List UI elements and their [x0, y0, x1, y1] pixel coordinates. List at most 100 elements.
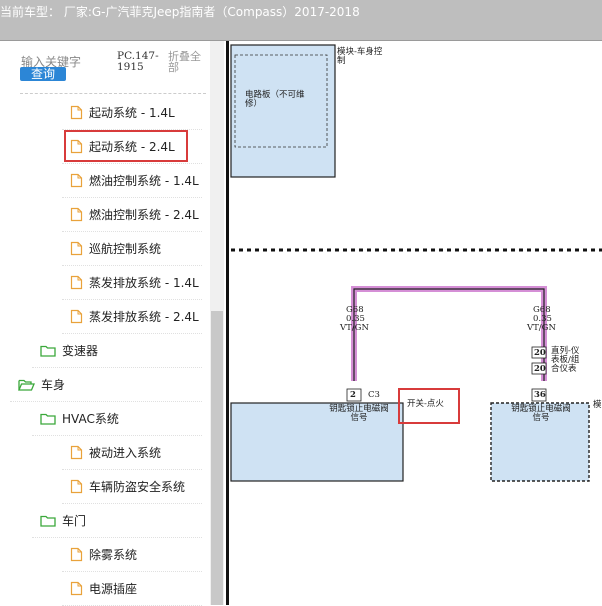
row-separator	[62, 197, 202, 198]
pane-divider[interactable]	[226, 41, 229, 605]
tree-item[interactable]: 起动系统 - 1.4L	[70, 95, 175, 129]
tree-item[interactable]: 除雾系统	[70, 537, 137, 571]
document-icon	[70, 275, 83, 290]
pin-right: 36	[534, 390, 546, 400]
collapse-all-button[interactable]: 折叠全部	[168, 50, 201, 74]
tree-item[interactable]: 蒸发排放系统 - 2.4L	[70, 299, 199, 333]
tree-item-label: 巡航控制系统	[89, 241, 162, 256]
switch-highlight	[398, 388, 460, 424]
tree-item[interactable]: 燃油控制系统 - 2.4L	[70, 197, 199, 231]
tree-item[interactable]: HVAC系统	[40, 401, 119, 435]
pin-right-box	[531, 388, 547, 402]
tree-item[interactable]: 巡航控制系统	[70, 231, 161, 265]
title-bar: 当前车型： 厂家:G-广汽菲克Jeep指南者（Compass）2017-2018	[0, 0, 602, 41]
tree-item-label: 蒸发排放系统 - 2.4L	[89, 309, 199, 324]
sidebar: 输入关键字 查询 PC.147-1915 折叠全部 起动系统 - 1.4L 起动系…	[0, 41, 226, 606]
divider	[20, 93, 206, 94]
document-icon	[70, 173, 83, 188]
tree-item[interactable]: 起动系统 - 2.4L	[70, 129, 175, 163]
tree-item-label: HVAC系统	[62, 411, 119, 426]
document-icon	[70, 241, 83, 256]
tree-item-label: 燃油控制系统 - 2.4L	[89, 207, 199, 222]
row-separator	[62, 469, 202, 470]
query-button[interactable]: 查询	[20, 67, 66, 81]
pin-right-bottom: 20	[534, 364, 546, 374]
row-separator	[32, 367, 202, 368]
tree-item-label: 车辆防盗安全系统	[89, 479, 186, 494]
diagram-svg	[230, 44, 602, 482]
pin-right-top-label: 直列-仪表板/组合仪表	[551, 346, 580, 374]
row-separator	[62, 299, 202, 300]
row-separator	[62, 163, 202, 164]
pin-right-bottom-box	[531, 362, 547, 375]
left-module-box	[230, 402, 404, 482]
scrollbar-thumb[interactable]	[211, 311, 223, 605]
connector-left: C3	[368, 390, 380, 400]
wire-right-code: G68	[533, 305, 551, 315]
row-separator	[32, 537, 202, 538]
tree-item[interactable]: 燃油控制系统 - 1.4L	[70, 163, 199, 197]
switch-label: 开关-点火	[407, 399, 444, 409]
edge-label: 模	[593, 400, 602, 410]
pin-right-top: 20	[534, 348, 546, 358]
wire-centerline	[353, 288, 545, 381]
document-icon	[70, 547, 83, 562]
document-icon	[70, 445, 83, 460]
row-separator	[62, 333, 202, 334]
document-icon	[70, 105, 83, 120]
wire-trace	[351, 286, 547, 381]
row-separator	[10, 401, 202, 402]
document-icon	[70, 309, 83, 324]
folder-icon	[40, 514, 56, 527]
tree-item-label: 车门	[62, 513, 87, 528]
tree-item-label: 变速器	[62, 343, 99, 358]
folder-icon	[40, 344, 56, 357]
right-module-box	[490, 402, 590, 482]
doc-id: PC.147-1915	[117, 50, 159, 73]
search-input[interactable]: 输入关键字	[21, 55, 82, 69]
tree-item[interactable]: 变速器	[40, 333, 98, 367]
wiring-diagram: 模块-车身控制 电路板（不可维修） G68 0.35 VT/GN G68 0.3…	[229, 41, 602, 605]
document-icon	[70, 581, 83, 596]
row-separator	[62, 503, 202, 504]
search-row: 输入关键字 查询 PC.147-1915 折叠全部	[0, 41, 226, 93]
pin-left-box	[346, 388, 362, 402]
module-label: 模块-车身控制	[337, 47, 383, 66]
tree-item[interactable]: 电源插座	[70, 571, 137, 605]
wire-left-color: VT/GN	[340, 323, 369, 333]
tree-item-label: 被动进入系统	[89, 445, 162, 460]
tree-item[interactable]: 蒸发排放系统 - 1.4L	[70, 265, 199, 299]
right-box-label: 钥匙锁止电磁阀信号	[511, 404, 571, 423]
row-separator	[62, 129, 202, 130]
tree-item[interactable]: 被动进入系统	[70, 435, 161, 469]
board-label: 电路板（不可维修）	[245, 90, 305, 109]
tree-item[interactable]: 车门	[40, 503, 86, 537]
folder-open-icon	[18, 378, 35, 391]
row-separator	[62, 231, 202, 232]
tree-item-label: 蒸发排放系统 - 1.4L	[89, 275, 199, 290]
wire-left-code: G68	[346, 305, 364, 315]
folder-icon	[40, 412, 56, 425]
pin-left: 2	[350, 390, 356, 400]
tree-item[interactable]: 车辆防盗安全系统	[70, 469, 185, 503]
row-separator	[32, 435, 202, 436]
pin-right-top-box	[531, 346, 547, 359]
tree-item-label: 燃油控制系统 - 1.4L	[89, 173, 199, 188]
tree-item-label: 车身	[41, 377, 66, 392]
wire-right-color: VT/GN	[527, 323, 556, 333]
row-separator	[62, 265, 202, 266]
board-box	[234, 54, 328, 148]
tree-item[interactable]: 车身	[18, 367, 65, 401]
row-separator	[62, 571, 202, 572]
wire-left-gauge: 0.35	[346, 314, 365, 324]
module-box	[230, 44, 336, 178]
document-icon	[70, 139, 83, 154]
document-icon	[70, 479, 83, 494]
tree-item-label: 除雾系统	[89, 547, 138, 562]
vehicle-title: 当前车型： 厂家:G-广汽菲克Jeep指南者（Compass）2017-2018	[0, 5, 360, 19]
tree-item-label: 起动系统 - 2.4L	[89, 139, 175, 154]
left-box-label: 钥匙锁止电磁阀信号	[329, 404, 389, 423]
wire-right-gauge: 0.35	[533, 314, 552, 324]
selected-item-highlight	[64, 130, 188, 162]
tree-item-label: 电源插座	[89, 581, 138, 596]
